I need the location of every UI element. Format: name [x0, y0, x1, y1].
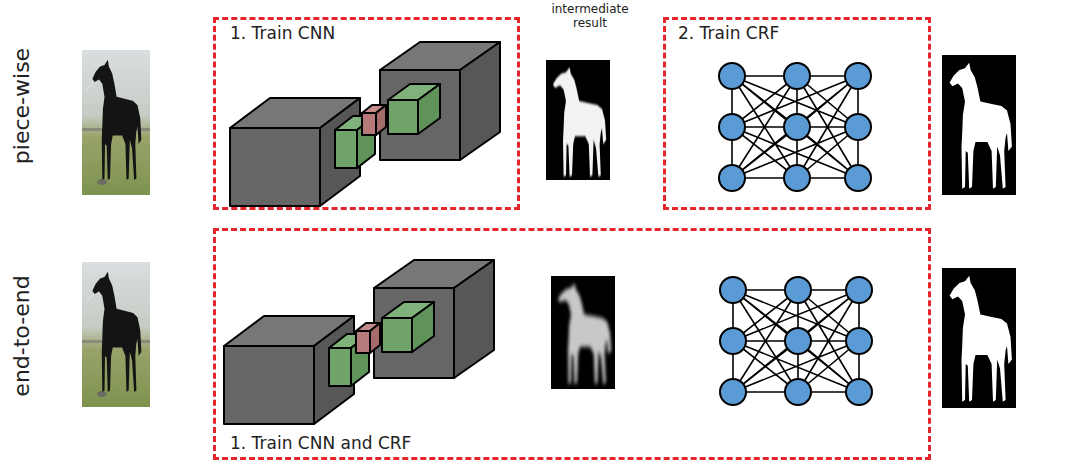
training-stage-box: 1. Train CNN — [213, 17, 520, 210]
stage-title: 1. Train CNN and CRF — [230, 434, 411, 453]
row-label: piece-wise — [9, 48, 34, 164]
intermediate-mask — [546, 60, 610, 180]
image-caption: intermediate result — [550, 3, 630, 31]
output-mask — [942, 268, 1016, 408]
cnn-illustration — [230, 42, 500, 206]
training-stage-box: 1. Train CNN and CRF — [213, 228, 931, 460]
stage-title: 2. Train CRF — [678, 24, 779, 43]
input-photo — [82, 50, 150, 195]
output-mask — [942, 55, 1016, 195]
intermediate-mask — [551, 276, 615, 389]
input-photo — [82, 262, 150, 407]
crf-graph — [719, 63, 871, 191]
stage-title: 1. Train CNN — [230, 24, 335, 43]
cnn-illustration — [224, 260, 494, 424]
crf-graph — [720, 277, 872, 405]
training-stage-box: 2. Train CRF — [663, 17, 931, 210]
row-label: end-to-end — [9, 275, 34, 396]
